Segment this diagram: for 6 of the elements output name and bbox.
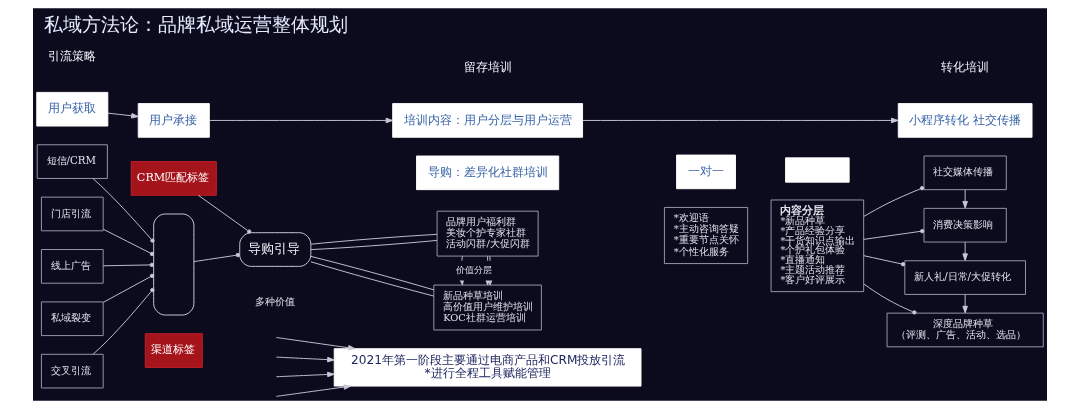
diagram-title: 私域方法论：品牌私域运营整体规划 xyxy=(44,13,349,35)
label: 留存培训 xyxy=(463,60,512,75)
label: 转化培训 xyxy=(941,60,990,75)
edge-label: 价值分层 xyxy=(456,264,493,276)
label: 引流策略 xyxy=(48,49,97,64)
label: 多种价值 xyxy=(255,294,296,307)
